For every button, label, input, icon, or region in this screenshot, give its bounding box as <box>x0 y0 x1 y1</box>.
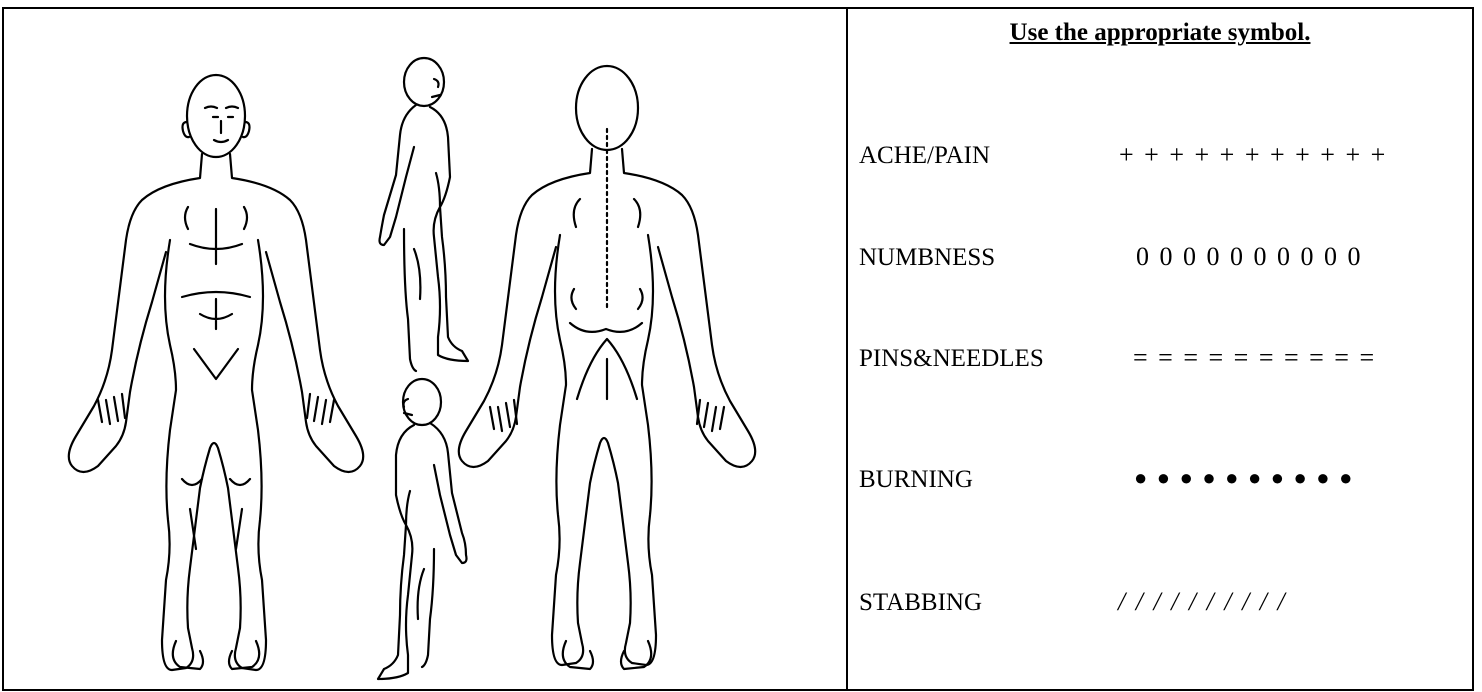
legend-label: BURNING <box>859 466 973 494</box>
legend-row-burning: BURNING ● ● ● ● ● ● ● ● ● ● <box>848 466 1472 506</box>
symbol-legend: Use the appropriate symbol. ACHE/PAIN + … <box>848 9 1472 689</box>
legend-symbols: + + + + + + + + + + + <box>1119 140 1387 170</box>
side-body-figure-left[interactable] <box>378 379 467 679</box>
legend-label: STABBING <box>859 589 982 617</box>
legend-title: Use the appropriate symbol. <box>848 19 1472 47</box>
legend-symbols: ● ● ● ● ● ● ● ● ● ● <box>1134 465 1354 491</box>
side-body-figure-right[interactable] <box>380 58 469 371</box>
legend-label: PINS&NEEDLES <box>859 345 1044 373</box>
front-body-figure[interactable] <box>69 75 363 670</box>
legend-row-numbness: NUMBNESS 0 0 0 0 0 0 0 0 0 0 <box>848 244 1472 284</box>
body-figures-area[interactable] <box>4 9 844 689</box>
legend-row-pins-needles: PINS&NEEDLES = = = = = = = = = = <box>848 345 1472 385</box>
legend-symbols: = = = = = = = = = = <box>1133 343 1376 373</box>
legend-row-ache-pain: ACHE/PAIN + + + + + + + + + + + <box>848 142 1472 182</box>
legend-symbols: / / / / / / / / / / <box>1118 587 1287 617</box>
back-body-figure[interactable] <box>459 66 755 669</box>
legend-symbols: 0 0 0 0 0 0 0 0 0 0 <box>1136 242 1363 272</box>
legend-row-stabbing: STABBING / / / / / / / / / / <box>848 589 1472 629</box>
legend-label: ACHE/PAIN <box>859 142 990 170</box>
legend-label: NUMBNESS <box>859 244 995 272</box>
